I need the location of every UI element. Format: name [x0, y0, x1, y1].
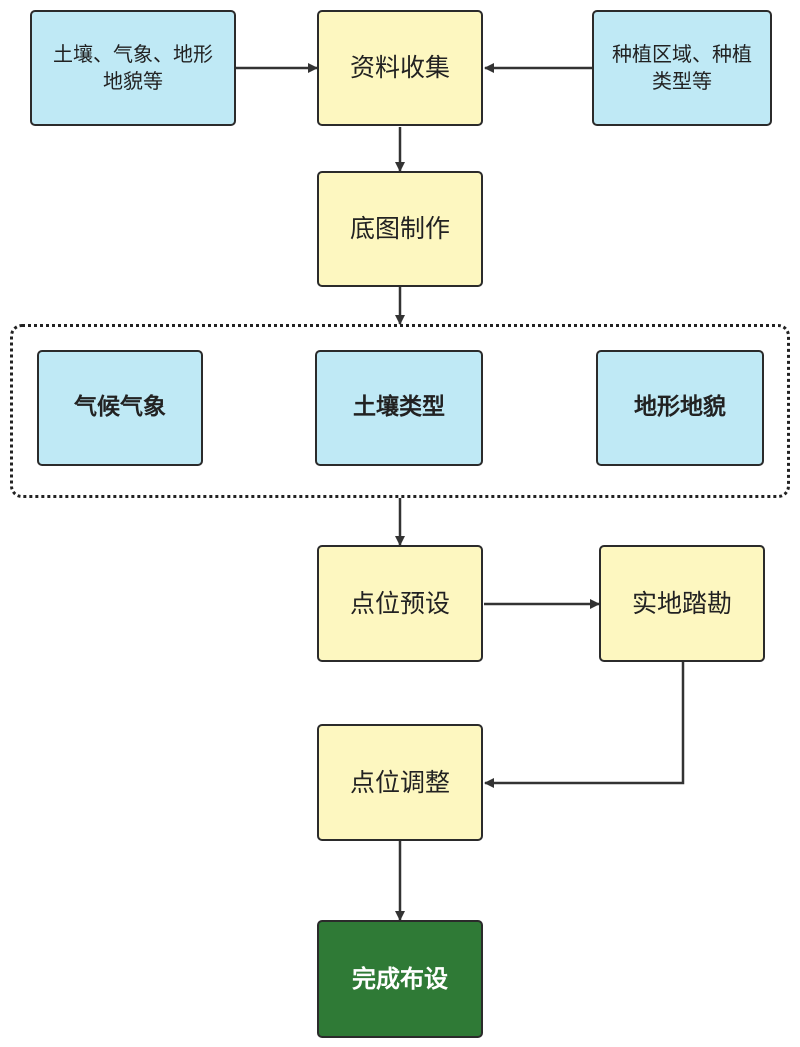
step-preset: 点位预设: [317, 545, 483, 662]
group-item-soil: 土壤类型: [315, 350, 483, 466]
input-box-right-label: 种植区域、种植类型等: [612, 42, 752, 93]
input-box-right: 种植区域、种植类型等: [592, 10, 772, 126]
step-survey: 实地踏勘: [599, 545, 765, 662]
step-adjust: 点位调整: [317, 724, 483, 841]
input-box-left-label: 土壤、气象、地形地貌等: [53, 42, 213, 93]
group-item-soil-label: 土壤类型: [353, 394, 445, 421]
group-item-terrain: 地形地貌: [596, 350, 764, 466]
step-done: 完成布设: [317, 920, 483, 1038]
step-basemap-label: 底图制作: [349, 214, 450, 244]
arrow-survey-to-adjust: [484, 662, 685, 788]
step-basemap: 底图制作: [317, 171, 483, 287]
step-done-label: 完成布设: [352, 964, 448, 993]
step-survey-label: 实地踏勘: [631, 588, 732, 618]
group-item-climate: 气候气象: [37, 350, 203, 466]
group-item-climate-label: 气候气象: [74, 394, 166, 421]
group-item-terrain-label: 地形地貌: [634, 394, 726, 421]
factor-group: [10, 324, 790, 498]
step-collect: 资料收集: [317, 10, 483, 126]
step-collect-label: 资料收集: [349, 53, 450, 83]
step-adjust-label: 点位调整: [349, 767, 450, 797]
step-preset-label: 点位预设: [349, 588, 450, 618]
input-box-left: 土壤、气象、地形地貌等: [30, 10, 236, 126]
